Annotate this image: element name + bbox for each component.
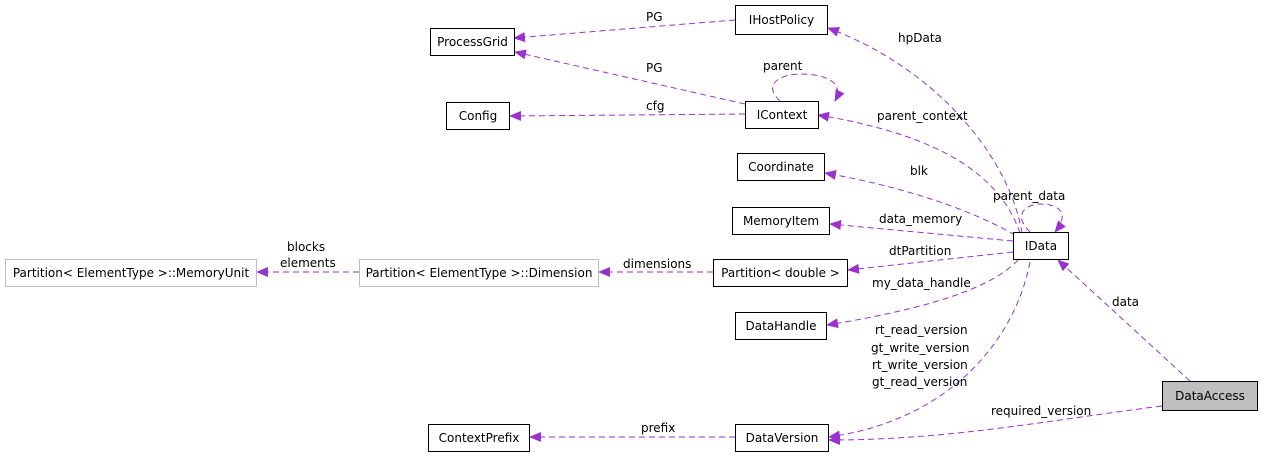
node-icontext-label: IContext (756, 108, 808, 122)
edge-label-gt-write-version: gt_write_version (871, 341, 970, 355)
edge-label-blk: blk (910, 164, 928, 178)
node-contextprefix[interactable]: ContextPrefix (428, 424, 530, 452)
edge-label-dtpartition: dtPartition (889, 244, 952, 258)
edge-label-parent: parent (763, 59, 803, 73)
edge-label-parent-context: parent_context (877, 109, 968, 123)
edge-dataaccess-to-dataversion (828, 405, 1163, 445)
node-coordinate[interactable]: Coordinate (737, 153, 825, 181)
node-memoryitem[interactable]: MemoryItem (732, 207, 830, 235)
edge-idata-to-coordinate (824, 170, 1016, 236)
edge-label-blocks: blocks (287, 240, 326, 254)
edge-label-dimensions: dimensions (623, 257, 692, 271)
node-dimension[interactable]: Partition< ElementType >::Dimension (359, 259, 599, 287)
node-processgrid[interactable]: ProcessGrid (430, 28, 515, 56)
node-idata-label: IData (1024, 239, 1058, 253)
edge-label-my-data-handle: my_data_handle (872, 276, 971, 290)
node-datahandle-label: DataHandle (745, 319, 817, 333)
edge-dataaccess-to-idata (1057, 259, 1191, 382)
edge-label-parent-data: parent_data (993, 189, 1066, 203)
edge-label-prefix: prefix (641, 421, 676, 435)
node-dimension-label: Partition< ElementType >::Dimension (365, 266, 593, 280)
edge-icontext-to-config (509, 110, 746, 121)
edge-idata-to-datahandle (826, 259, 1019, 329)
edge-ihostpolicy-to-processgrid (513, 19, 736, 43)
edge-label-pg-context: PG (646, 61, 663, 75)
edge-label-hpdata: hpData (898, 31, 942, 45)
edge-label-cfg: cfg (646, 99, 665, 113)
node-dataversion-label: DataVersion (745, 431, 819, 445)
node-datahandle[interactable]: DataHandle (735, 312, 827, 340)
node-dataaccess-label: DataAccess (1175, 389, 1245, 403)
node-ihostpolicy-label: IHostPolicy (748, 13, 815, 27)
edge-label-pg-hostpolicy: PG (646, 10, 663, 24)
node-contextprefix-label: ContextPrefix (438, 431, 520, 445)
edge-label-data: data (1112, 295, 1140, 309)
node-coordinate-label: Coordinate (748, 160, 814, 174)
node-dataversion[interactable]: DataVersion (735, 424, 829, 452)
edge-label-data-memory: data_memory (879, 212, 963, 226)
edge-label-elements: elements (280, 256, 336, 270)
edge-label-required-version: required_version (991, 404, 1092, 418)
node-idata[interactable]: IData (1013, 232, 1069, 260)
node-config-label: Config (458, 109, 498, 123)
node-icontext[interactable]: IContext (745, 101, 819, 129)
node-ihostpolicy[interactable]: IHostPolicy (735, 5, 828, 35)
node-memoryitem-label: MemoryItem (742, 214, 820, 228)
edge-idata-to-partition-double (847, 251, 1014, 274)
node-dataaccess[interactable]: DataAccess (1162, 381, 1258, 411)
edge-icontext-self-parent (772, 73, 845, 102)
node-partition-double-label: Partition< double > (721, 266, 840, 280)
edge-label-rt-write-version: rt_write_version (872, 358, 968, 372)
node-memoryunit-label: Partition< ElementType >::MemoryUnit (12, 266, 250, 280)
edge-label-gt-read-version: gt_read_version (872, 375, 968, 389)
edge-idata-to-memoryitem (829, 220, 1014, 242)
edge-idata-self-parent-data (1021, 203, 1066, 233)
node-processgrid-label: ProcessGrid (437, 35, 508, 49)
edge-icontext-to-processgrid (514, 49, 746, 105)
edge-idata-to-icontext (817, 111, 1021, 234)
node-config[interactable]: Config (446, 102, 510, 130)
edge-idata-to-dataversion (828, 261, 1031, 441)
node-memoryunit[interactable]: Partition< ElementType >::MemoryUnit (5, 259, 257, 287)
edge-idata-to-ihostpolicy (827, 27, 1023, 234)
node-partition-double[interactable]: Partition< double > (713, 259, 848, 287)
edge-label-rt-read-version: rt_read_version (875, 323, 968, 337)
